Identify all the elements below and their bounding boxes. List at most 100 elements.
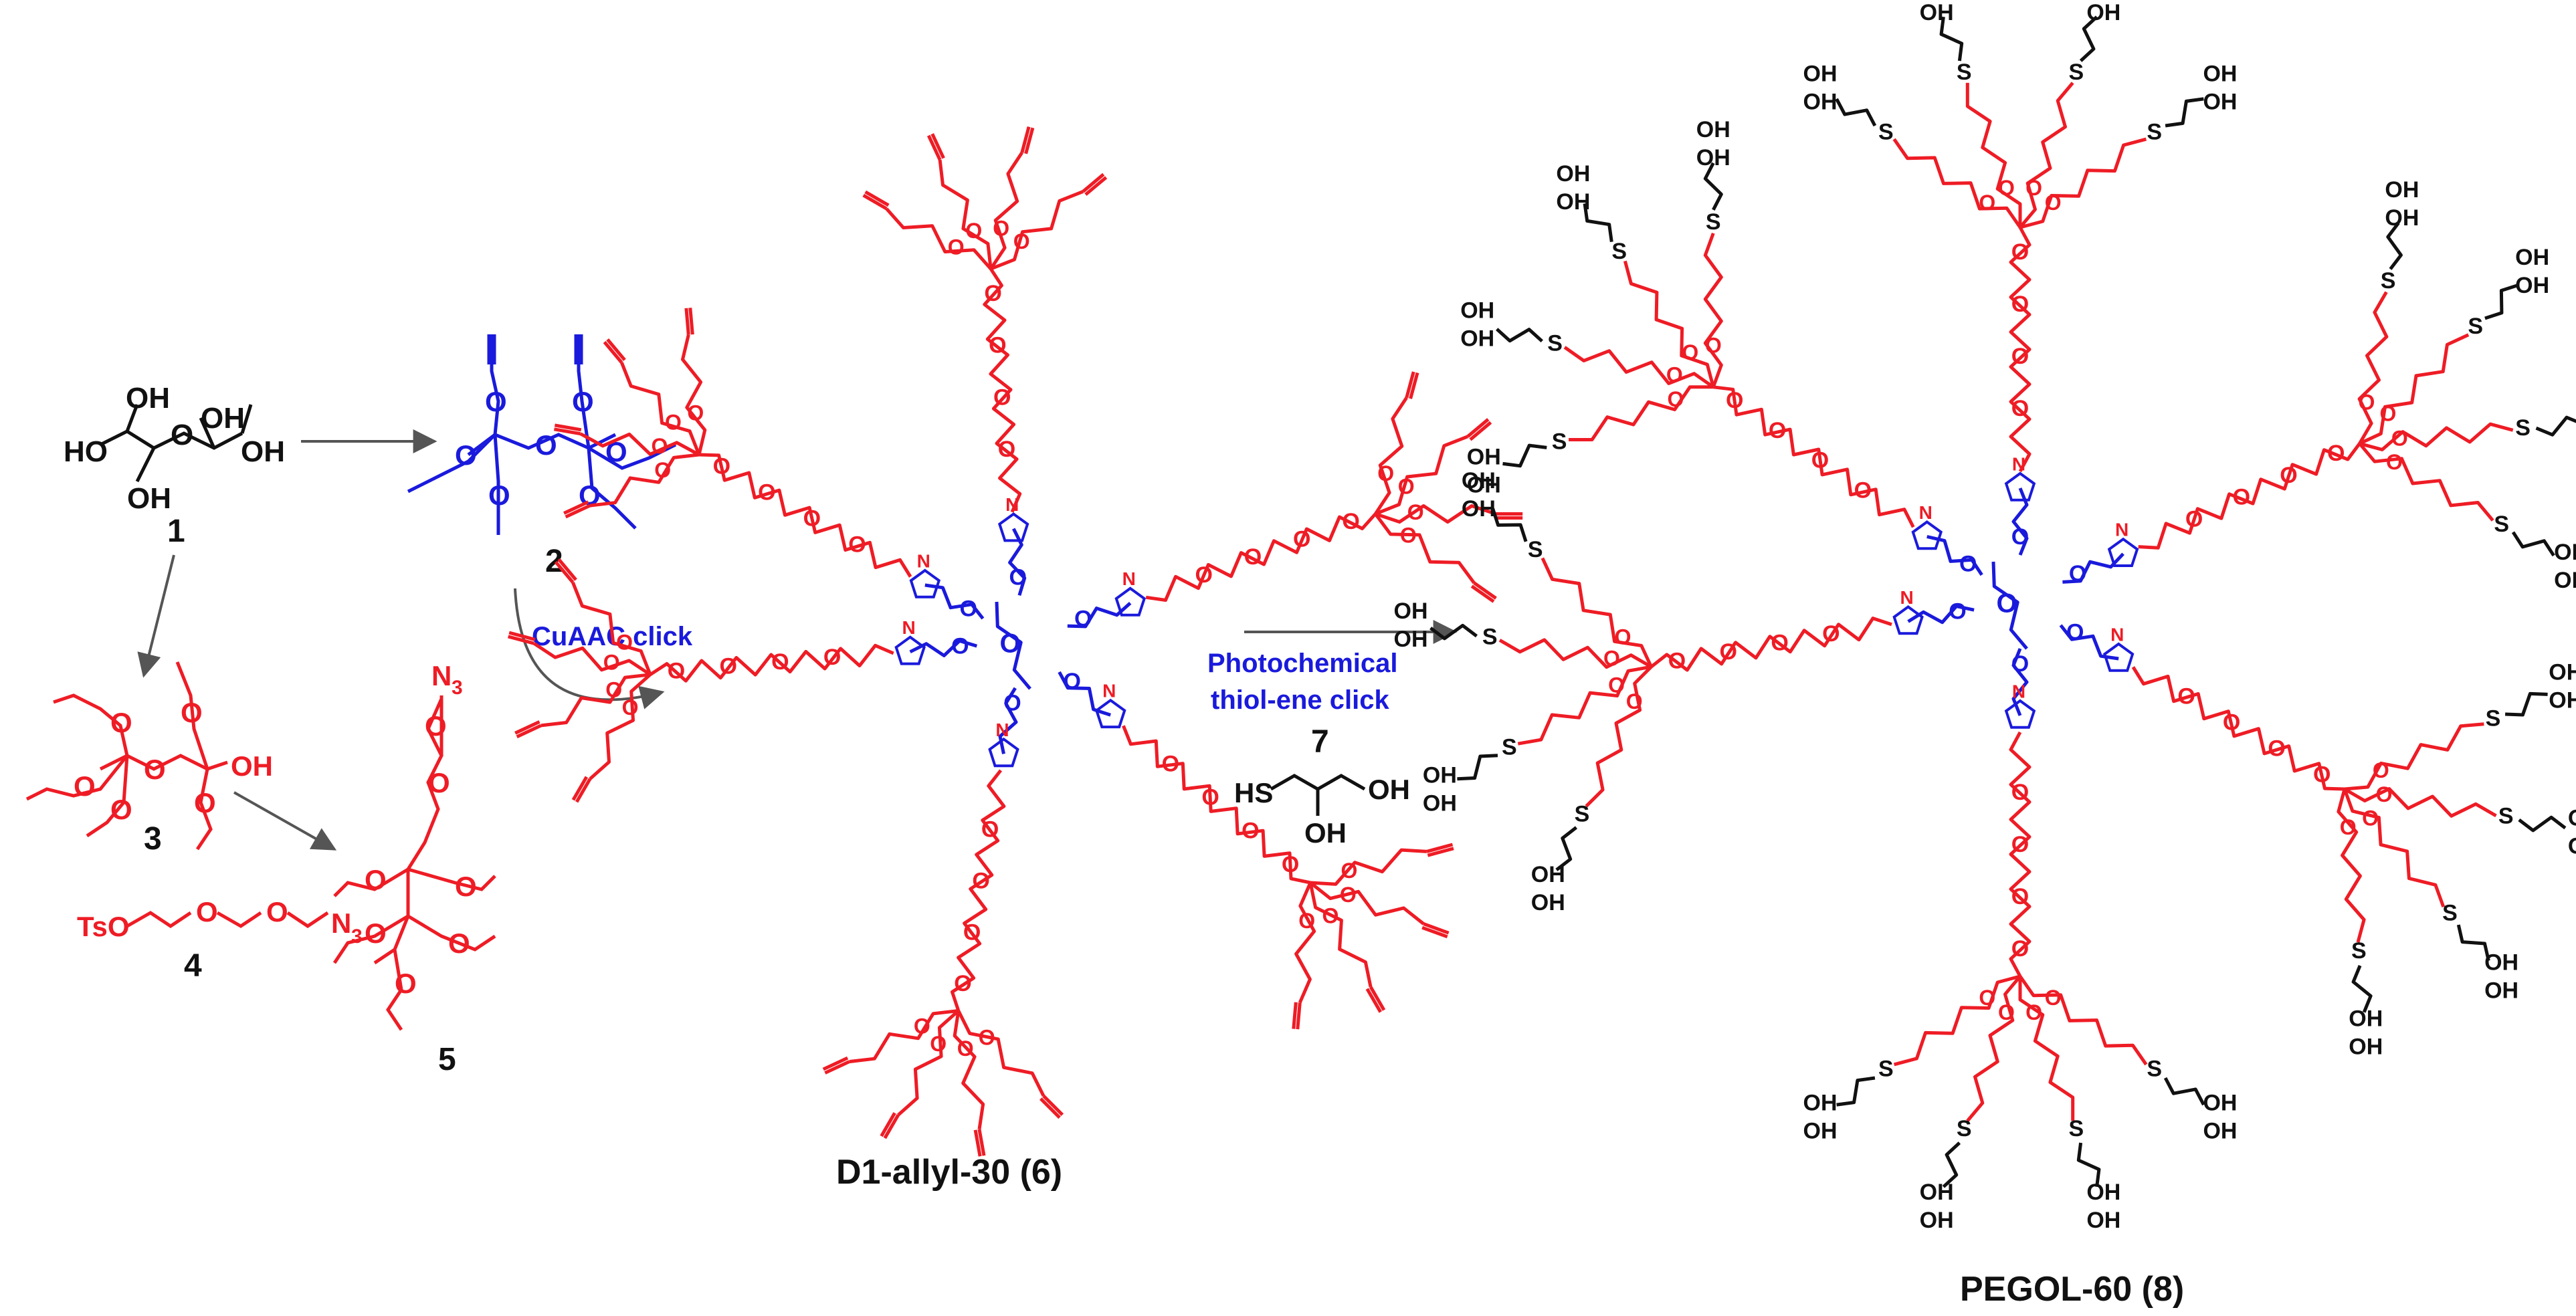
compound-8-name: PEGOL-60 (8) [1960,1270,2184,1309]
c8-oh-a-5-0: OH [2549,660,2576,685]
compound-3-structure [25,661,228,851]
c8-oh-a-3-0: OH [1531,862,1565,887]
c6-branch-3-1 [540,673,651,728]
compound-4-azide: N [331,907,351,939]
c8-oh-a-1-3: OH [2203,62,2237,87]
compound-3-o-2: O [74,770,96,802]
c8-diol-chain-3-2 [1429,623,1478,641]
triazole-n-label: N [917,550,930,571]
c8-branch-o-2-1: O [2380,401,2397,425]
c6-vinyl-4-2 [880,1112,900,1139]
c6-branch-o-2-2: O [1407,500,1424,524]
compound-5-subscript: 3 [452,677,463,699]
c6-branch-3-0 [589,673,652,780]
c6-branch-0-1 [579,432,700,457]
c8-sulfur-4-0: S [2147,1057,2162,1082]
c8-branch-0-0 [1569,385,1714,441]
c6-branch-o-1-3: O [1013,229,1030,253]
compound-1-oh-4: OH [241,435,285,468]
c6-peg-o-4-0: O [981,817,999,843]
c8-branch-o-2-2: O [2391,427,2408,451]
c8-diol-chain-5-2 [2456,924,2490,962]
c8-branch-4-1 [2018,976,2075,1121]
c8-branch-o-3-2: O [1603,646,1620,670]
c6-branch-o-4-3: O [914,1014,930,1038]
compound-5-o-6: O [448,927,470,959]
c8-peg-o-4-0: O [2011,780,2029,805]
c6-vinyl-1-3 [1082,173,1108,196]
c8-peg-chain-3 [1650,617,1892,672]
c6-linker-5 [1058,671,1111,717]
compound-4-number: 4 [184,948,202,984]
arrow-3-to-5 [233,791,337,851]
c6-branch-o-3-3: O [616,630,633,654]
c6-branch-3-2 [532,642,652,676]
c8-sulfur-5-3: S [2351,938,2367,964]
c8-sulfur-3-1: S [1502,735,1517,760]
c8-sulfur-2-3: S [2494,512,2509,537]
c6-peg-chain-4 [951,769,1006,1012]
c6-branch-o-5-1: O [1340,883,1357,907]
c8-sulfur-3-3: S [1528,537,1543,562]
c6-peg-o-2-1: O [1244,544,1262,570]
c8-sulfur-3-0: S [1575,801,1590,827]
c8-oh-a-4-3: OH [1803,1090,1838,1115]
c8-branch-o-2-0: O [2359,391,2375,415]
c8-branch-o-1-2: O [2025,176,2042,200]
c6-linker-o-1: O [1009,564,1026,590]
c8-peg-o-3-0: O [1822,621,1840,647]
c8-oh-a-2-0: OH [2385,177,2419,203]
c6-peg-o-1-2: O [989,333,1006,358]
c8-diol-chain-3-3 [1491,508,1528,542]
c8-oh-b-2-3: OH [2554,568,2576,593]
c6-branch-4-1 [953,1010,985,1130]
c8-branch-o-1-3: O [2045,191,2062,215]
c6-branch-0-2 [619,362,701,455]
c6-branch-o-1-0: O [948,235,965,259]
c8-linker-2 [2062,552,2124,584]
c6-branch-4-2 [897,1009,960,1117]
triazole-n-label: N [995,720,1009,740]
c8-branch-2-3 [2358,442,2494,522]
c8-branch-5-3 [2337,788,2366,943]
c8-oh-a-0-3: OH [1696,117,1730,142]
c6-branch-o-2-1: O [1398,474,1415,498]
c8-oh-a-4-0: OH [2203,1090,2237,1115]
c8-sulfur-0-1: S [1547,330,1563,356]
c8-oh-b-3-3: OH [1462,496,1496,522]
c6-vinyl-3-2 [507,631,536,645]
c6-branch-3-3 [571,581,652,675]
c8-sulfur-2-0: S [2381,268,2396,294]
c8-branch-3-3 [1541,557,1653,668]
c8-branch-1-0 [1892,138,2022,229]
c8-diol-chain-4-0 [2163,1077,2205,1106]
compound-5-o-4: O [455,871,477,902]
c8-diol-chain-1-2 [2079,15,2098,62]
c8-branch-5-1 [2343,787,2497,818]
compound-1-oh-3: OH [201,402,245,435]
c6-branch-1-0 [885,207,993,270]
c6-vinyl-4-0 [1039,1095,1064,1119]
c6-branch-o-3-1: O [605,678,622,702]
c8-peg-o-2-0: O [2185,507,2203,532]
c8-oh-b-5-2: OH [2484,978,2518,1004]
compound-4-subscript: 3 [351,925,363,948]
compound-2-o-4: O [535,429,557,461]
c6-branch-1-3 [990,190,1084,271]
c8-branch-0-1 [1563,346,1714,389]
c6-vinyl-0-1 [553,423,582,436]
c8-branch-2-2 [2359,422,2514,451]
c6-vinyl-2-1 [1466,418,1492,441]
triazole-ring-c8-4 [2004,699,2036,729]
triazole-ring-c6-2 [1114,586,1147,617]
c6-branch-1-2 [989,151,1023,270]
compound-4-tso: TsO [77,911,130,942]
c8-sulfur-2-2: S [2515,415,2531,441]
c6-peg-o-4-1: O [972,868,989,893]
compound-1-oh-5: OH [127,482,171,515]
compound-3-o-4: O [144,754,166,785]
c6-branch-o-3-0: O [622,695,639,720]
compound-3-o-3: O [110,794,132,825]
c8-branch-1-2 [2019,82,2074,229]
